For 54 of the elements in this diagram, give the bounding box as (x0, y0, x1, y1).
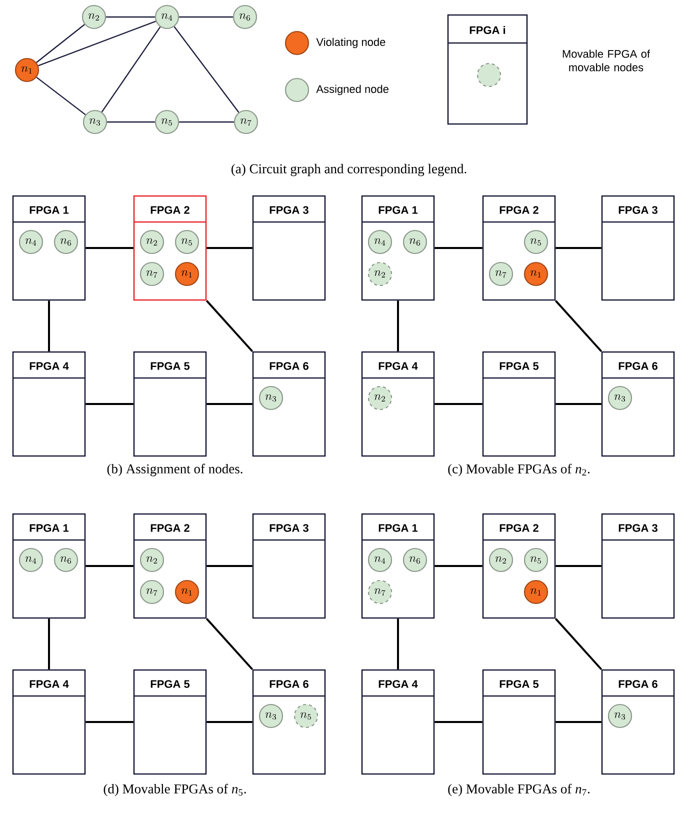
connector-line (106, 16, 155, 18)
connector-line (206, 300, 254, 352)
connector-line (86, 721, 134, 723)
connector-line (556, 403, 602, 405)
connector-line (556, 247, 602, 249)
fpga-box: FPGA 4 (361, 669, 435, 775)
connector-line (179, 16, 233, 18)
legend-text: Assigned node (316, 84, 388, 96)
fpga-box: FPGA 3 (252, 195, 326, 301)
connector-line (206, 618, 254, 670)
fpga-box: FPGA 4 (12, 669, 86, 775)
connector-line (434, 721, 482, 723)
connector-line (86, 565, 134, 567)
connector-line (107, 121, 155, 123)
connector-line (434, 565, 482, 567)
fpga-box: FPGA 5 (482, 669, 556, 775)
connector-line (36, 76, 86, 116)
fpga-box: FPGA 4 (12, 351, 86, 457)
connector-line (174, 26, 240, 113)
fpga-box: FPGA 5 (482, 351, 556, 457)
connector-line (179, 121, 234, 123)
connector-line (206, 721, 252, 723)
connector-line (48, 300, 50, 352)
connector-line (554, 618, 602, 670)
connector-line (206, 247, 252, 249)
connector-line (434, 247, 482, 249)
connector-line (86, 247, 134, 249)
connector-line (206, 565, 252, 567)
dashed-circle (476, 62, 502, 88)
connector-line (101, 26, 161, 112)
connector-line (38, 20, 156, 66)
connector-line (36, 24, 85, 63)
connector-line (556, 565, 602, 567)
fpga-box: FPGA 5 (133, 351, 207, 457)
caption-text: (a) Circuit graph and corresponding legend. (232, 164, 466, 176)
caption-text: (d) Movable FPGAs of n$_{5}$. (104, 784, 246, 796)
fpga-box: FPGA 3 (601, 513, 675, 619)
connector-line (206, 403, 252, 405)
caption-text: (e) Movable FPGAs of n$_{7}$. (448, 784, 590, 796)
fpga-box: FPGA i (447, 14, 528, 125)
legend-text: Violating node (316, 38, 386, 48)
connector-line (397, 300, 399, 352)
fpga-box: FPGA 3 (601, 195, 675, 301)
connector-line (86, 403, 134, 405)
connector-line (556, 721, 602, 723)
fpga-box: FPGA 5 (133, 669, 207, 775)
connector-line (434, 403, 482, 405)
caption-text: (b) Assignment of nodes. (107, 464, 242, 476)
connector-line (48, 618, 50, 670)
connector-line (397, 618, 399, 670)
caption-text: (c) Movable FPGAs of n$_{2}$. (448, 464, 590, 476)
connector-line (554, 300, 602, 352)
fpga-box: FPGA 3 (252, 513, 326, 619)
note-text: Movable FPGA of movable nodes (562, 50, 650, 72)
